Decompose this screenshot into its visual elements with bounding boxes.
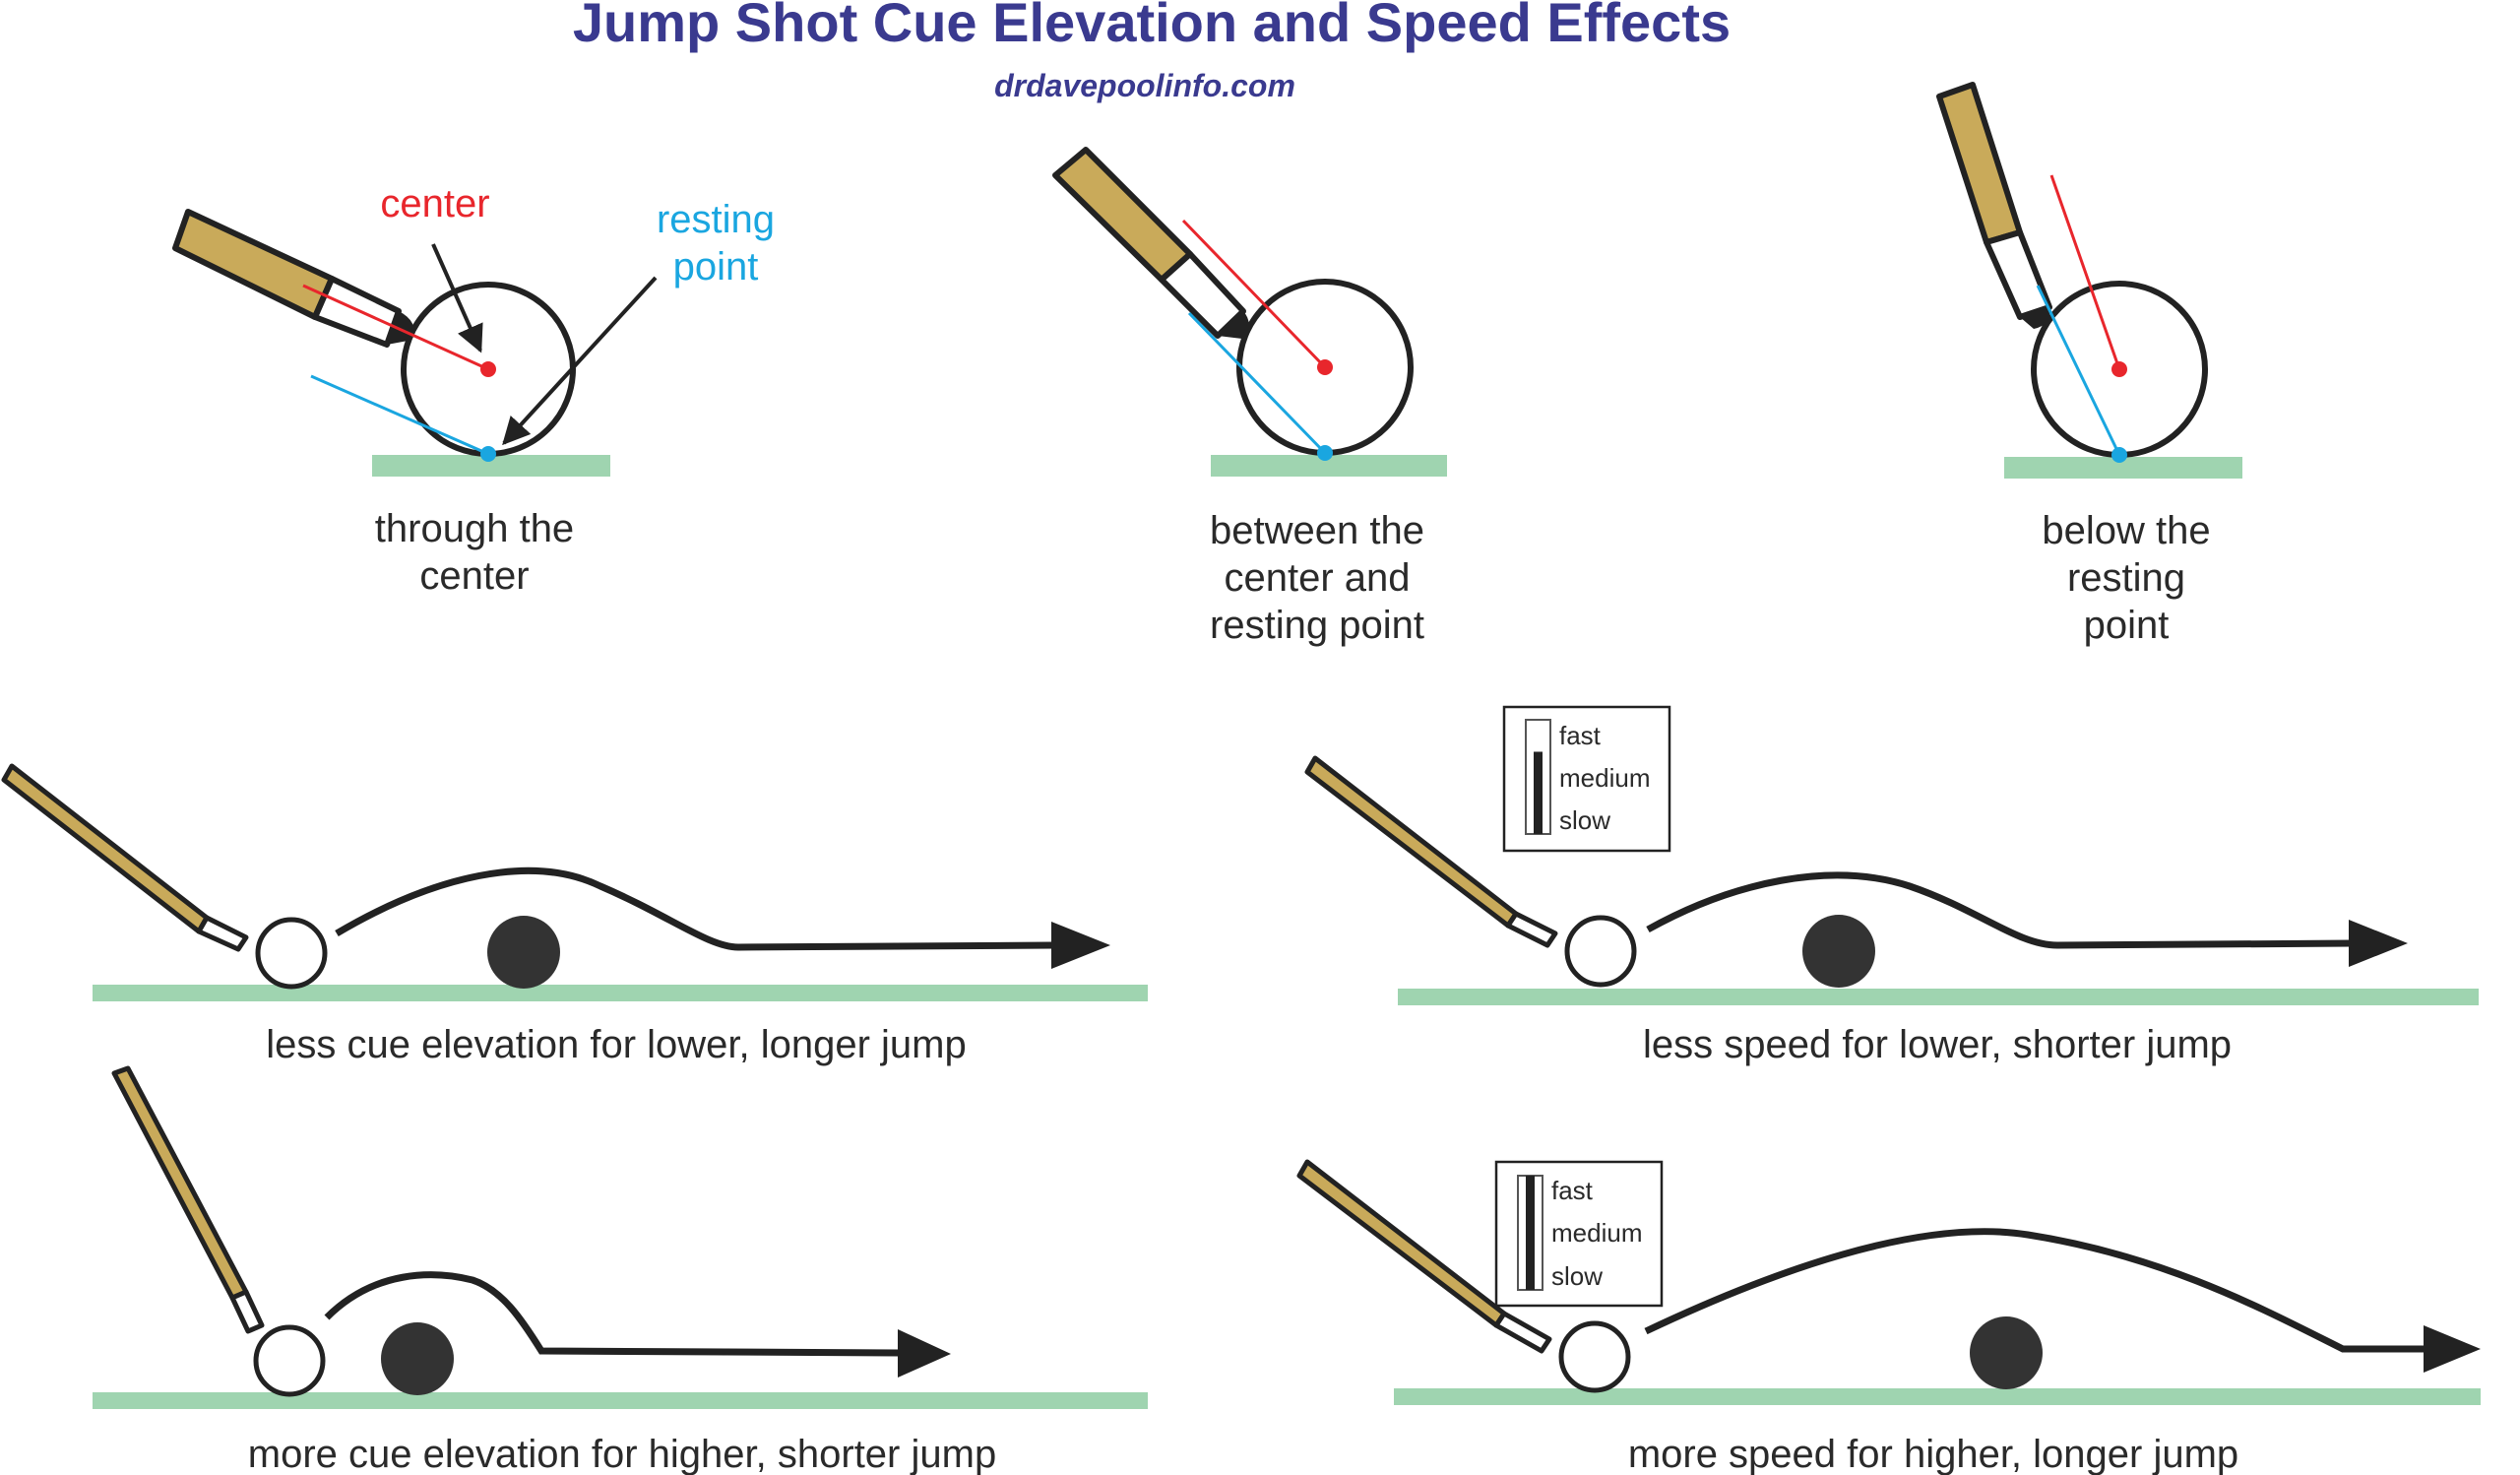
trajectory-arrowhead <box>898 1329 951 1378</box>
resting-label-line2: point <box>673 245 759 289</box>
panel2-caption-line1: between the <box>1210 509 1424 552</box>
aim-line-center <box>1181 219 1327 369</box>
panel3-caption-line3: point <box>2084 604 2170 647</box>
aim-line-resting <box>1187 311 1327 455</box>
speed-gauge-fill <box>1526 1176 1535 1290</box>
cue-stick <box>172 209 414 348</box>
panel-less-elevation: less cue elevation for lower, longer jum… <box>1 763 1148 1066</box>
speed-legend-fast: fast <box>1559 721 1602 750</box>
panel-more-speed: fast medium slow more speed for higher, … <box>1296 1159 2481 1475</box>
speed-legend-fast: fast <box>1551 1176 1594 1205</box>
cue-stick <box>111 1065 265 1334</box>
center-dot <box>480 361 496 377</box>
jump-trajectory <box>324 1271 902 1357</box>
panel2-caption-line3: resting point <box>1210 604 1424 647</box>
cue-stick <box>1296 1159 1552 1354</box>
speed-legend: fast medium slow <box>1494 1160 1664 1308</box>
jump-trajectory <box>1644 1228 2424 1353</box>
page-title: Jump Shot Cue Elevation and Speed Effect… <box>573 0 1731 53</box>
less-elevation-caption: less cue elevation for lower, longer jum… <box>266 1023 966 1066</box>
resting-arrow <box>502 276 658 446</box>
resting-point-dot <box>480 446 496 462</box>
panel-through-center: center resting point through the center <box>172 182 775 598</box>
speed-legend-medium: medium <box>1559 763 1650 793</box>
cue-stick <box>1052 147 1249 339</box>
speed-gauge-fill <box>1534 751 1543 834</box>
resting-point-dot <box>2111 447 2127 463</box>
cue-stick <box>1 763 249 952</box>
center-dot <box>2111 361 2127 377</box>
table-cloth <box>372 455 610 477</box>
resting-point-dot <box>1317 445 1333 461</box>
object-ball <box>487 916 560 989</box>
panel-more-elevation: more cue elevation for higher, shorter j… <box>93 1065 1148 1475</box>
table-cloth <box>93 985 1148 1001</box>
page-subtitle: drdavepoolinfo.com <box>994 68 1295 103</box>
jump-trajectory <box>1646 871 2354 949</box>
center-dot <box>1317 359 1333 375</box>
cue-ball <box>255 917 328 990</box>
trajectory-arrowhead <box>1051 922 1110 969</box>
aim-line-resting <box>310 374 489 456</box>
table-cloth <box>1394 1388 2481 1405</box>
trajectory-arrowhead <box>2424 1325 2481 1373</box>
panel3-caption-line2: resting <box>2067 556 2185 600</box>
speed-legend: fast medium slow <box>1502 705 1671 853</box>
table-cloth <box>1211 455 1447 477</box>
more-elevation-caption: more cue elevation for higher, shorter j… <box>248 1433 996 1475</box>
panel-less-speed: fast medium slow less speed for lower, s… <box>1304 705 2479 1066</box>
jump-trajectory <box>335 866 1054 951</box>
trajectory-arrowhead <box>2349 920 2408 967</box>
aim-line-center <box>2049 174 2121 370</box>
cue-ball <box>1558 1320 1631 1393</box>
speed-legend-slow: slow <box>1551 1261 1603 1291</box>
less-speed-caption: less speed for lower, shorter jump <box>1643 1023 2232 1066</box>
panel1-caption-line2: center <box>419 554 529 598</box>
cue-stick <box>1936 82 2052 329</box>
panel1-caption-line1: through the <box>375 507 574 550</box>
cue-ball <box>253 1324 326 1397</box>
object-ball <box>1970 1316 2043 1389</box>
panel-below-resting: below the resting point <box>1936 82 2242 647</box>
more-speed-caption: more speed for higher, longer jump <box>1628 1433 2238 1475</box>
table-cloth <box>93 1392 1148 1409</box>
speed-legend-medium: medium <box>1551 1218 1642 1248</box>
object-ball <box>1802 915 1875 988</box>
table-cloth <box>1398 989 2479 1005</box>
resting-label-line1: resting <box>657 198 775 241</box>
panel3-caption-line1: below the <box>2042 509 2210 552</box>
table-cloth <box>2004 457 2242 479</box>
panel-between: between the center and resting point <box>1052 147 1447 647</box>
cue-ball <box>1564 915 1637 988</box>
aim-line-resting <box>2036 285 2121 456</box>
center-arrow <box>431 243 483 353</box>
center-label: center <box>380 182 489 225</box>
cue-stick <box>1304 755 1558 948</box>
speed-legend-slow: slow <box>1559 805 1610 835</box>
object-ball <box>381 1322 454 1395</box>
panel2-caption-line2: center and <box>1224 556 1410 600</box>
aim-line-center <box>302 284 489 371</box>
